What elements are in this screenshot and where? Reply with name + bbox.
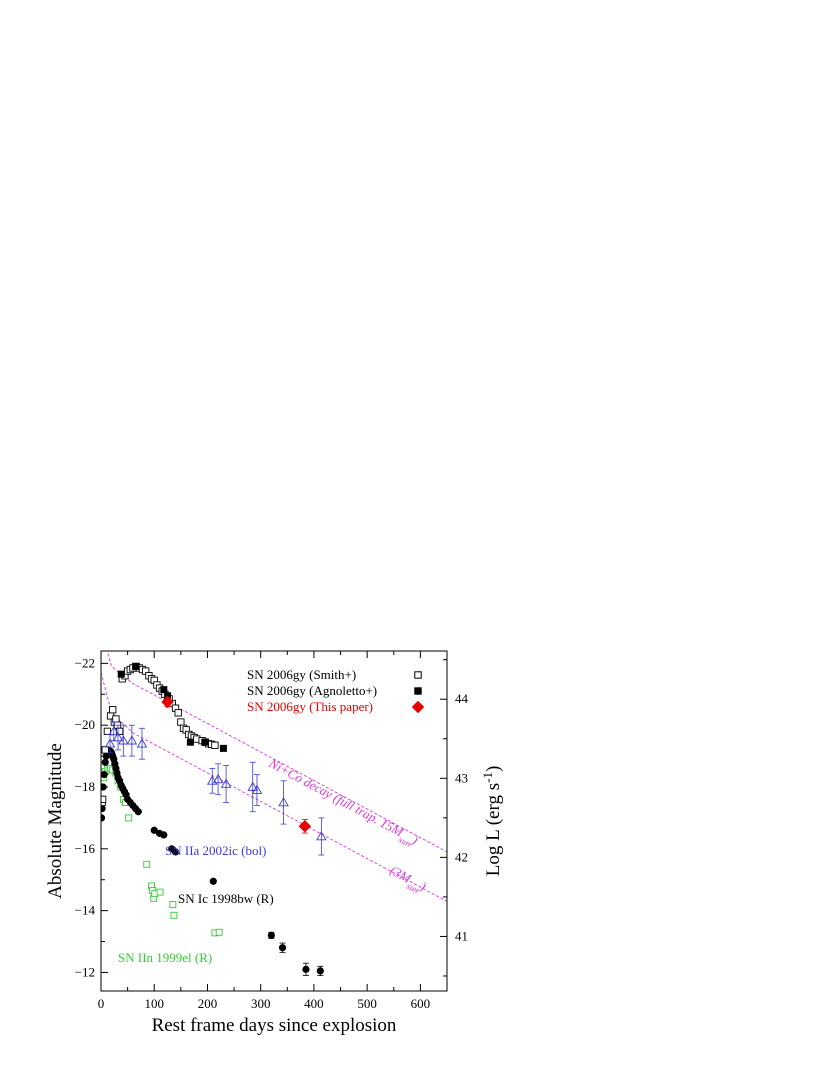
point-sn1998bw [316, 967, 324, 975]
point-sn2002ic [316, 831, 327, 841]
point-sn2002ic [278, 797, 289, 807]
point-sn1998bw [101, 758, 109, 766]
y-tick-label: −12 [75, 964, 95, 979]
legend-marker-open-square [414, 671, 422, 679]
x-tick-label: 500 [357, 996, 377, 1011]
point-sn1998bw [278, 944, 287, 952]
point-sn1998bw [209, 877, 217, 885]
y-tick-label: −22 [75, 655, 95, 670]
point-sn2002ic [212, 773, 224, 784]
data-marks-layer [101, 662, 327, 976]
point-sn1999el [156, 888, 164, 896]
point-sn2006gy-this-paper [161, 695, 174, 709]
y2-axis-label: Log L (erg s-1) [480, 766, 505, 877]
annotation-decay-3msun: (3Msun) [386, 862, 429, 897]
annotation-decay-15msun-close: ) [409, 832, 421, 848]
point-sn2002ic [112, 732, 124, 742]
decay-line-15msun [106, 651, 447, 853]
point-sn1999el [215, 928, 223, 936]
y-axis-label: Absolute Magnitude [45, 743, 66, 899]
point-sn2006gy-smith [174, 709, 182, 717]
point-sn1999el [169, 901, 177, 908]
point-sn2006gy-agnoletto [160, 686, 168, 694]
x-tick-label: 600 [411, 996, 431, 1011]
x-tick-label: 300 [251, 996, 271, 1011]
y2-axis-label-close: ) [483, 766, 504, 772]
point-sn1998bw [134, 808, 142, 816]
point-sn2006gy-smith [177, 718, 185, 726]
point-sn2002ic [126, 735, 138, 745]
legend-label: SN 2006gy (This paper) [247, 699, 373, 714]
y2-axis-label-main: Log L (erg s [483, 783, 504, 876]
point-sn1998bw [160, 831, 168, 839]
point-sn1999el [125, 814, 133, 822]
point-sn2002ic [251, 784, 263, 794]
point-sn1998bw [171, 848, 180, 856]
point-sn2006gy-smith [101, 746, 109, 754]
legend: SN 2006gy (Smith+)SN 2006gy (Agnoletto+)… [247, 667, 425, 714]
y-tick-label: −14 [75, 903, 96, 918]
point-sn2006gy-this-paper [298, 820, 312, 833]
point-sn2006gy-smith [109, 706, 117, 714]
point-sn1998bw [302, 965, 310, 973]
decay-line-3msun [101, 672, 447, 902]
annotation-sn2002ic: SN IIa 2002ic (bol) [165, 843, 266, 858]
point-sn2002ic [104, 738, 116, 748]
legend-marker-filled-square [414, 687, 422, 695]
x-tick-label: 200 [198, 996, 218, 1011]
y2-axis-label-exp: -1 [480, 772, 495, 783]
x-axis-label: Rest frame days since explosion [152, 1015, 397, 1036]
annotation-decay-15msun-main: Ni+Co decay (full trap. 15M [266, 755, 407, 840]
point-sn1999el [143, 860, 151, 868]
annotation-decay-15msun-sub: sun [397, 834, 413, 849]
point-sn2002ic [108, 725, 120, 736]
y2-tick-label: 44 [455, 691, 469, 706]
annotation-decay-3msun-sub: sun [405, 881, 421, 896]
point-sn2006gy-agnoletto [201, 738, 209, 746]
y2-tick-label: 42 [455, 849, 468, 864]
legend-label: SN 2006gy (Smith+) [247, 667, 356, 682]
point-sn1998bw [150, 826, 158, 834]
annotation-sn1999el: SN IIn 1999el (R) [118, 950, 212, 965]
plot-frame [100, 650, 448, 992]
point-sn2006gy-smith [101, 795, 107, 804]
point-sn2006gy-agnoletto [117, 670, 125, 678]
x-tick-label: 400 [304, 996, 324, 1011]
point-sn2006gy-agnoletto [186, 738, 194, 746]
point-sn2002ic [247, 781, 258, 791]
y-tick-label: −16 [75, 841, 96, 856]
y2-tick-label: 41 [455, 928, 468, 943]
point-sn1998bw [267, 931, 275, 939]
annotation-decay-15msun: Ni+Co decay (full trap. 15Msun) [264, 755, 421, 851]
point-sn2002ic [136, 738, 148, 748]
point-sn2006gy-agnoletto [219, 744, 227, 752]
point-sn2006gy-agnoletto [132, 662, 140, 670]
point-sn1998bw [101, 771, 108, 779]
x-tick-label: 0 [98, 996, 105, 1011]
y-tick-label: −20 [75, 717, 95, 732]
point-sn1998bw [101, 805, 106, 813]
point-sn1999el [170, 911, 178, 919]
annotation-decay-3msun-close: ) [417, 878, 429, 894]
point-sn2002ic [118, 735, 129, 745]
legend-marker-filled-diamond [411, 700, 425, 714]
legend-label: SN 2006gy (Agnoletto+) [247, 683, 377, 698]
y2-tick-label: 43 [455, 770, 468, 785]
point-sn2006gy-smith [211, 741, 219, 749]
point-sn2002ic [220, 778, 232, 788]
axes-layer: 0 100 200 300 400 500 600 −22 −20 −18 −16 −14 −12 41 4… [75, 651, 469, 1011]
y-tick-label: −18 [75, 779, 95, 794]
x-tick-label: 100 [144, 996, 164, 1011]
point-sn2006gy-smith [112, 715, 120, 723]
annotation-sn1998bw: SN Ic 1998bw (R) [178, 891, 274, 906]
